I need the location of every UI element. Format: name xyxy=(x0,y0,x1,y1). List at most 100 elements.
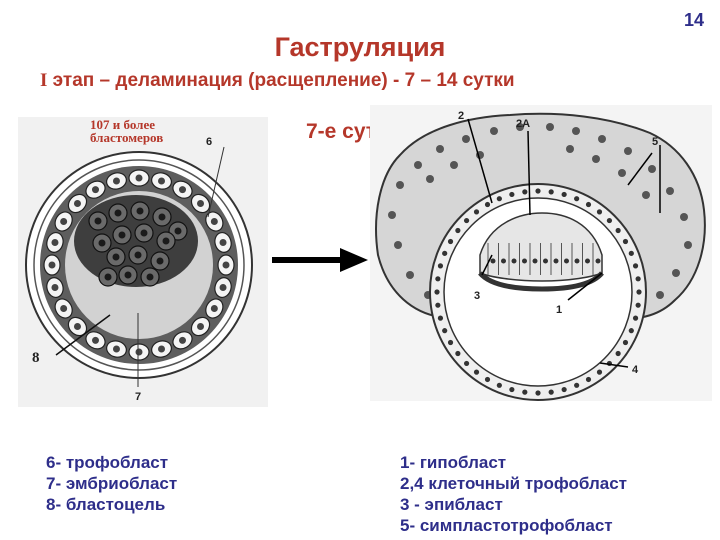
cytotrophoblast-nucleus xyxy=(562,192,567,197)
syncytium-nucleus xyxy=(426,175,434,183)
syncytium-nucleus xyxy=(656,291,664,299)
cytotrophoblast-nucleus xyxy=(535,188,540,193)
cytotrophoblast-nucleus xyxy=(574,383,579,388)
cell-nucleus xyxy=(141,230,148,237)
cell-nucleus xyxy=(60,305,67,312)
syncytium-nucleus xyxy=(462,135,470,143)
label-2: 2 xyxy=(458,110,464,122)
syncytium-nucleus xyxy=(680,213,688,221)
cytotrophoblast-nucleus xyxy=(442,251,447,256)
cell-nucleus xyxy=(74,200,81,207)
legend-item-2-4: 2,4 клеточный трофобласт xyxy=(400,473,627,494)
embryo-day7-figure: 2 2А 5 3 1 4 xyxy=(370,105,712,401)
cytotrophoblast-nucleus xyxy=(435,276,440,281)
legend-item-6: 6- трофобласт xyxy=(46,452,177,473)
cell-nucleus xyxy=(175,228,182,235)
subtitle-text: этап – деламинация (расщепление) - 7 – 1… xyxy=(47,70,514,91)
cytotrophoblast-nucleus xyxy=(497,383,502,388)
cytotrophoblast-nucleus xyxy=(448,239,453,244)
cytotrophoblast-nucleus xyxy=(633,316,638,321)
cell-nucleus xyxy=(115,210,122,217)
syncytium-nucleus xyxy=(450,161,458,169)
cell-nucleus xyxy=(74,323,81,330)
cell-nucleus xyxy=(51,239,58,246)
epiblast-nucleus xyxy=(564,259,569,264)
label-6: 6 xyxy=(206,136,212,148)
epiblast-nucleus xyxy=(501,259,506,264)
slide-title: Гаструляция xyxy=(0,32,720,63)
cell-nucleus xyxy=(125,272,132,279)
syncytium-nucleus xyxy=(642,191,650,199)
cytotrophoblast-nucleus xyxy=(636,303,641,308)
epiblast-nucleus xyxy=(533,259,538,264)
cell-nucleus xyxy=(158,177,165,184)
cell-nucleus xyxy=(92,337,99,344)
cytotrophoblast-nucleus xyxy=(497,196,502,201)
cell-nucleus xyxy=(220,239,227,246)
cytotrophoblast-nucleus xyxy=(616,351,621,356)
syncytium-nucleus xyxy=(666,187,674,195)
cytotrophoblast-nucleus xyxy=(623,239,628,244)
cell-nucleus xyxy=(197,200,204,207)
cytotrophoblast-nucleus xyxy=(607,218,612,223)
cytotrophoblast-nucleus xyxy=(448,340,453,345)
cell-nucleus xyxy=(113,346,120,353)
cell-nucleus xyxy=(119,232,126,239)
cytotrophoblast-nucleus xyxy=(633,263,638,268)
cytotrophoblast-nucleus xyxy=(522,189,527,194)
cytotrophoblast-nucleus xyxy=(636,289,641,294)
cell-nucleus xyxy=(179,337,186,344)
cytotrophoblast-nucleus xyxy=(485,202,490,207)
syncytium-nucleus xyxy=(546,123,554,131)
epiblast-nucleus xyxy=(554,259,559,264)
label-1: 1 xyxy=(556,304,562,316)
cytotrophoblast-nucleus xyxy=(535,390,540,395)
cytotrophoblast-nucleus xyxy=(629,328,634,333)
legend-item-7: 7- эмбриобласт xyxy=(46,473,177,494)
cytotrophoblast-nucleus xyxy=(509,387,514,392)
cell-nucleus xyxy=(163,238,170,245)
blastocyst-figure: 6 8 7 xyxy=(18,117,268,407)
syncytium-nucleus xyxy=(598,135,606,143)
cytotrophoblast-nucleus xyxy=(438,263,443,268)
cell-nucleus xyxy=(95,218,102,225)
cell-nucleus xyxy=(113,177,120,184)
cell-nucleus xyxy=(211,305,218,312)
cell-nucleus xyxy=(105,274,112,281)
cytotrophoblast-nucleus xyxy=(522,390,527,395)
syncytium-nucleus xyxy=(684,241,692,249)
cytotrophoblast-nucleus xyxy=(586,202,591,207)
cytotrophoblast-nucleus xyxy=(574,196,579,201)
epiblast-nucleus xyxy=(512,259,517,264)
cell-nucleus xyxy=(220,284,227,291)
cytotrophoblast-nucleus xyxy=(464,361,469,366)
syncytium-nucleus xyxy=(396,181,404,189)
epiblast-nucleus xyxy=(543,259,548,264)
cell-nucleus xyxy=(197,323,204,330)
cell-nucleus xyxy=(136,175,143,182)
legend-item-1: 1- гипобласт xyxy=(400,452,627,473)
cytotrophoblast-nucleus xyxy=(629,251,634,256)
cytotrophoblast-nucleus xyxy=(485,377,490,382)
cytotrophoblast-nucleus xyxy=(474,370,479,375)
legend-item-3: 3 - эпибласт xyxy=(400,494,627,515)
cell-nucleus xyxy=(99,240,106,247)
cytotrophoblast-nucleus xyxy=(509,192,514,197)
syncytium-nucleus xyxy=(436,145,444,153)
label-3: 3 xyxy=(474,290,480,302)
blastomere-note: 107 и более бластомеров xyxy=(90,118,163,144)
cell-nucleus xyxy=(60,218,67,225)
cytotrophoblast-nucleus xyxy=(549,189,554,194)
cytotrophoblast-nucleus xyxy=(623,340,628,345)
cytotrophoblast-nucleus xyxy=(442,328,447,333)
epiblast-nucleus xyxy=(596,259,601,264)
transition-arrow xyxy=(270,240,370,280)
syncytium-nucleus xyxy=(566,145,574,153)
syncytium-nucleus xyxy=(388,211,396,219)
cell-nucleus xyxy=(113,254,120,261)
legend-right: 1- гипобласт 2,4 клеточный трофобласт 3 … xyxy=(400,452,627,536)
syncytium-nucleus xyxy=(490,127,498,135)
cell-nucleus xyxy=(158,346,165,353)
syncytium-nucleus xyxy=(672,269,680,277)
epiblast-nucleus xyxy=(585,259,590,264)
